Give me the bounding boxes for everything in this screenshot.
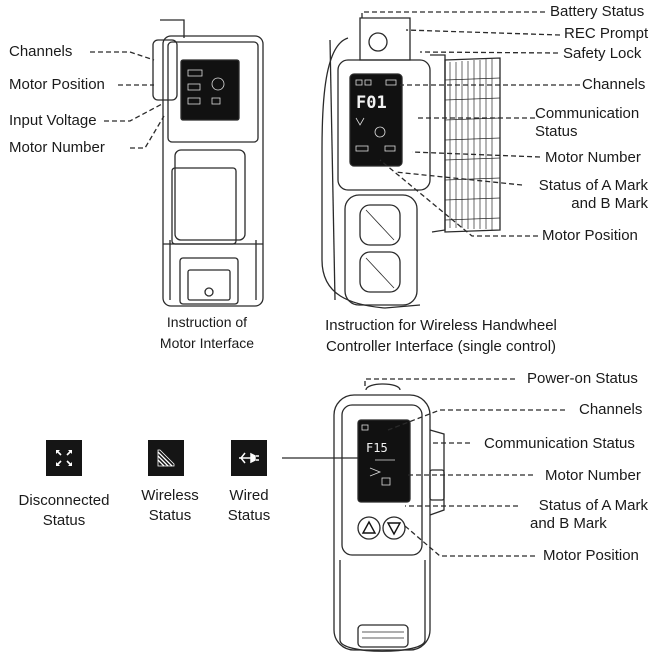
bottom-label-ab-mark-line-2: and B Mark xyxy=(530,515,607,532)
handwheel-caption-line-2: Controller Interface (single control) xyxy=(325,338,557,355)
status-caption-disconnected: Disconnected Status xyxy=(9,491,119,531)
status-caption-wireless-line-1: Wireless xyxy=(141,487,199,504)
motor-label-motor-number: Motor Number xyxy=(9,139,105,156)
status-caption-disconnected-line-1: Disconnected xyxy=(18,492,110,509)
motor-label-channels: Channels xyxy=(9,43,73,60)
handwheel-label-communication-status: Communication Status xyxy=(535,105,639,141)
bottom-label-communication-status: Communication Status xyxy=(484,435,635,452)
handwheel-caption-line-1: Instruction for Wireless Handwheel xyxy=(325,317,557,334)
bottom-label-motor-position: Motor Position xyxy=(543,547,639,564)
handwheel-label-rec-prompt: REC Prompt xyxy=(564,25,649,42)
handwheel-label-communication-line-2: Status xyxy=(535,123,578,140)
bottom-screen-text: F15 xyxy=(366,441,388,455)
handwheel-label-communication-line-1: Communication xyxy=(535,105,640,122)
bottom-label-motor-number: Motor Number xyxy=(545,467,641,484)
motor-caption: Instruction of Motor Interface xyxy=(150,312,264,354)
status-caption-wired: Wired Status xyxy=(194,486,304,526)
handwheel-label-safety-lock: Safety Lock xyxy=(563,45,642,62)
status-caption-wireless-line-2: Status xyxy=(148,507,192,524)
status-caption-wired-line-2: Status xyxy=(227,507,271,524)
handwheel-label-ab-mark-line-2: and B Mark xyxy=(571,195,648,212)
status-caption-wired-line-1: Wired xyxy=(229,487,269,504)
handwheel-device-drawing xyxy=(321,17,501,309)
handwheel-label-channels: Channels xyxy=(582,76,646,93)
bottom-label-ab-mark-line-1: Status of A Mark xyxy=(538,497,648,514)
status-caption-disconnected-line-2: Status xyxy=(42,512,86,529)
bottom-label-ab-mark: Status of A Mark and B Mark xyxy=(522,497,648,533)
wireless-signal-icon xyxy=(148,440,184,476)
bottom-controller-drawing xyxy=(333,383,445,652)
handwheel-label-ab-mark: Status of A Mark and B Mark xyxy=(516,177,648,213)
bottom-label-power-on-status: Power-on Status xyxy=(527,370,638,387)
motor-device-drawing xyxy=(152,19,264,307)
motor-label-input-voltage: Input Voltage xyxy=(9,112,97,129)
status-caption-wireless: Wireless Status xyxy=(115,486,225,526)
bottom-label-channels: Channels xyxy=(579,401,643,418)
motor-label-motor-position: Motor Position xyxy=(9,76,105,93)
handwheel-screen-text: F01 xyxy=(356,93,387,113)
handwheel-label-battery-status: Battery Status xyxy=(550,3,645,20)
handwheel-caption: Instruction for Wireless Handwheel Contr… xyxy=(310,315,572,357)
wired-plug-icon xyxy=(231,440,267,476)
cross-arrows-icon xyxy=(46,440,82,476)
handwheel-label-motor-number: Motor Number xyxy=(545,149,641,166)
handwheel-label-motor-position: Motor Position xyxy=(542,227,638,244)
motor-caption-line-1: Instruction of xyxy=(166,314,248,330)
motor-caption-line-2: Motor Interface xyxy=(159,335,255,351)
handwheel-label-ab-mark-line-1: Status of A Mark xyxy=(538,177,648,194)
